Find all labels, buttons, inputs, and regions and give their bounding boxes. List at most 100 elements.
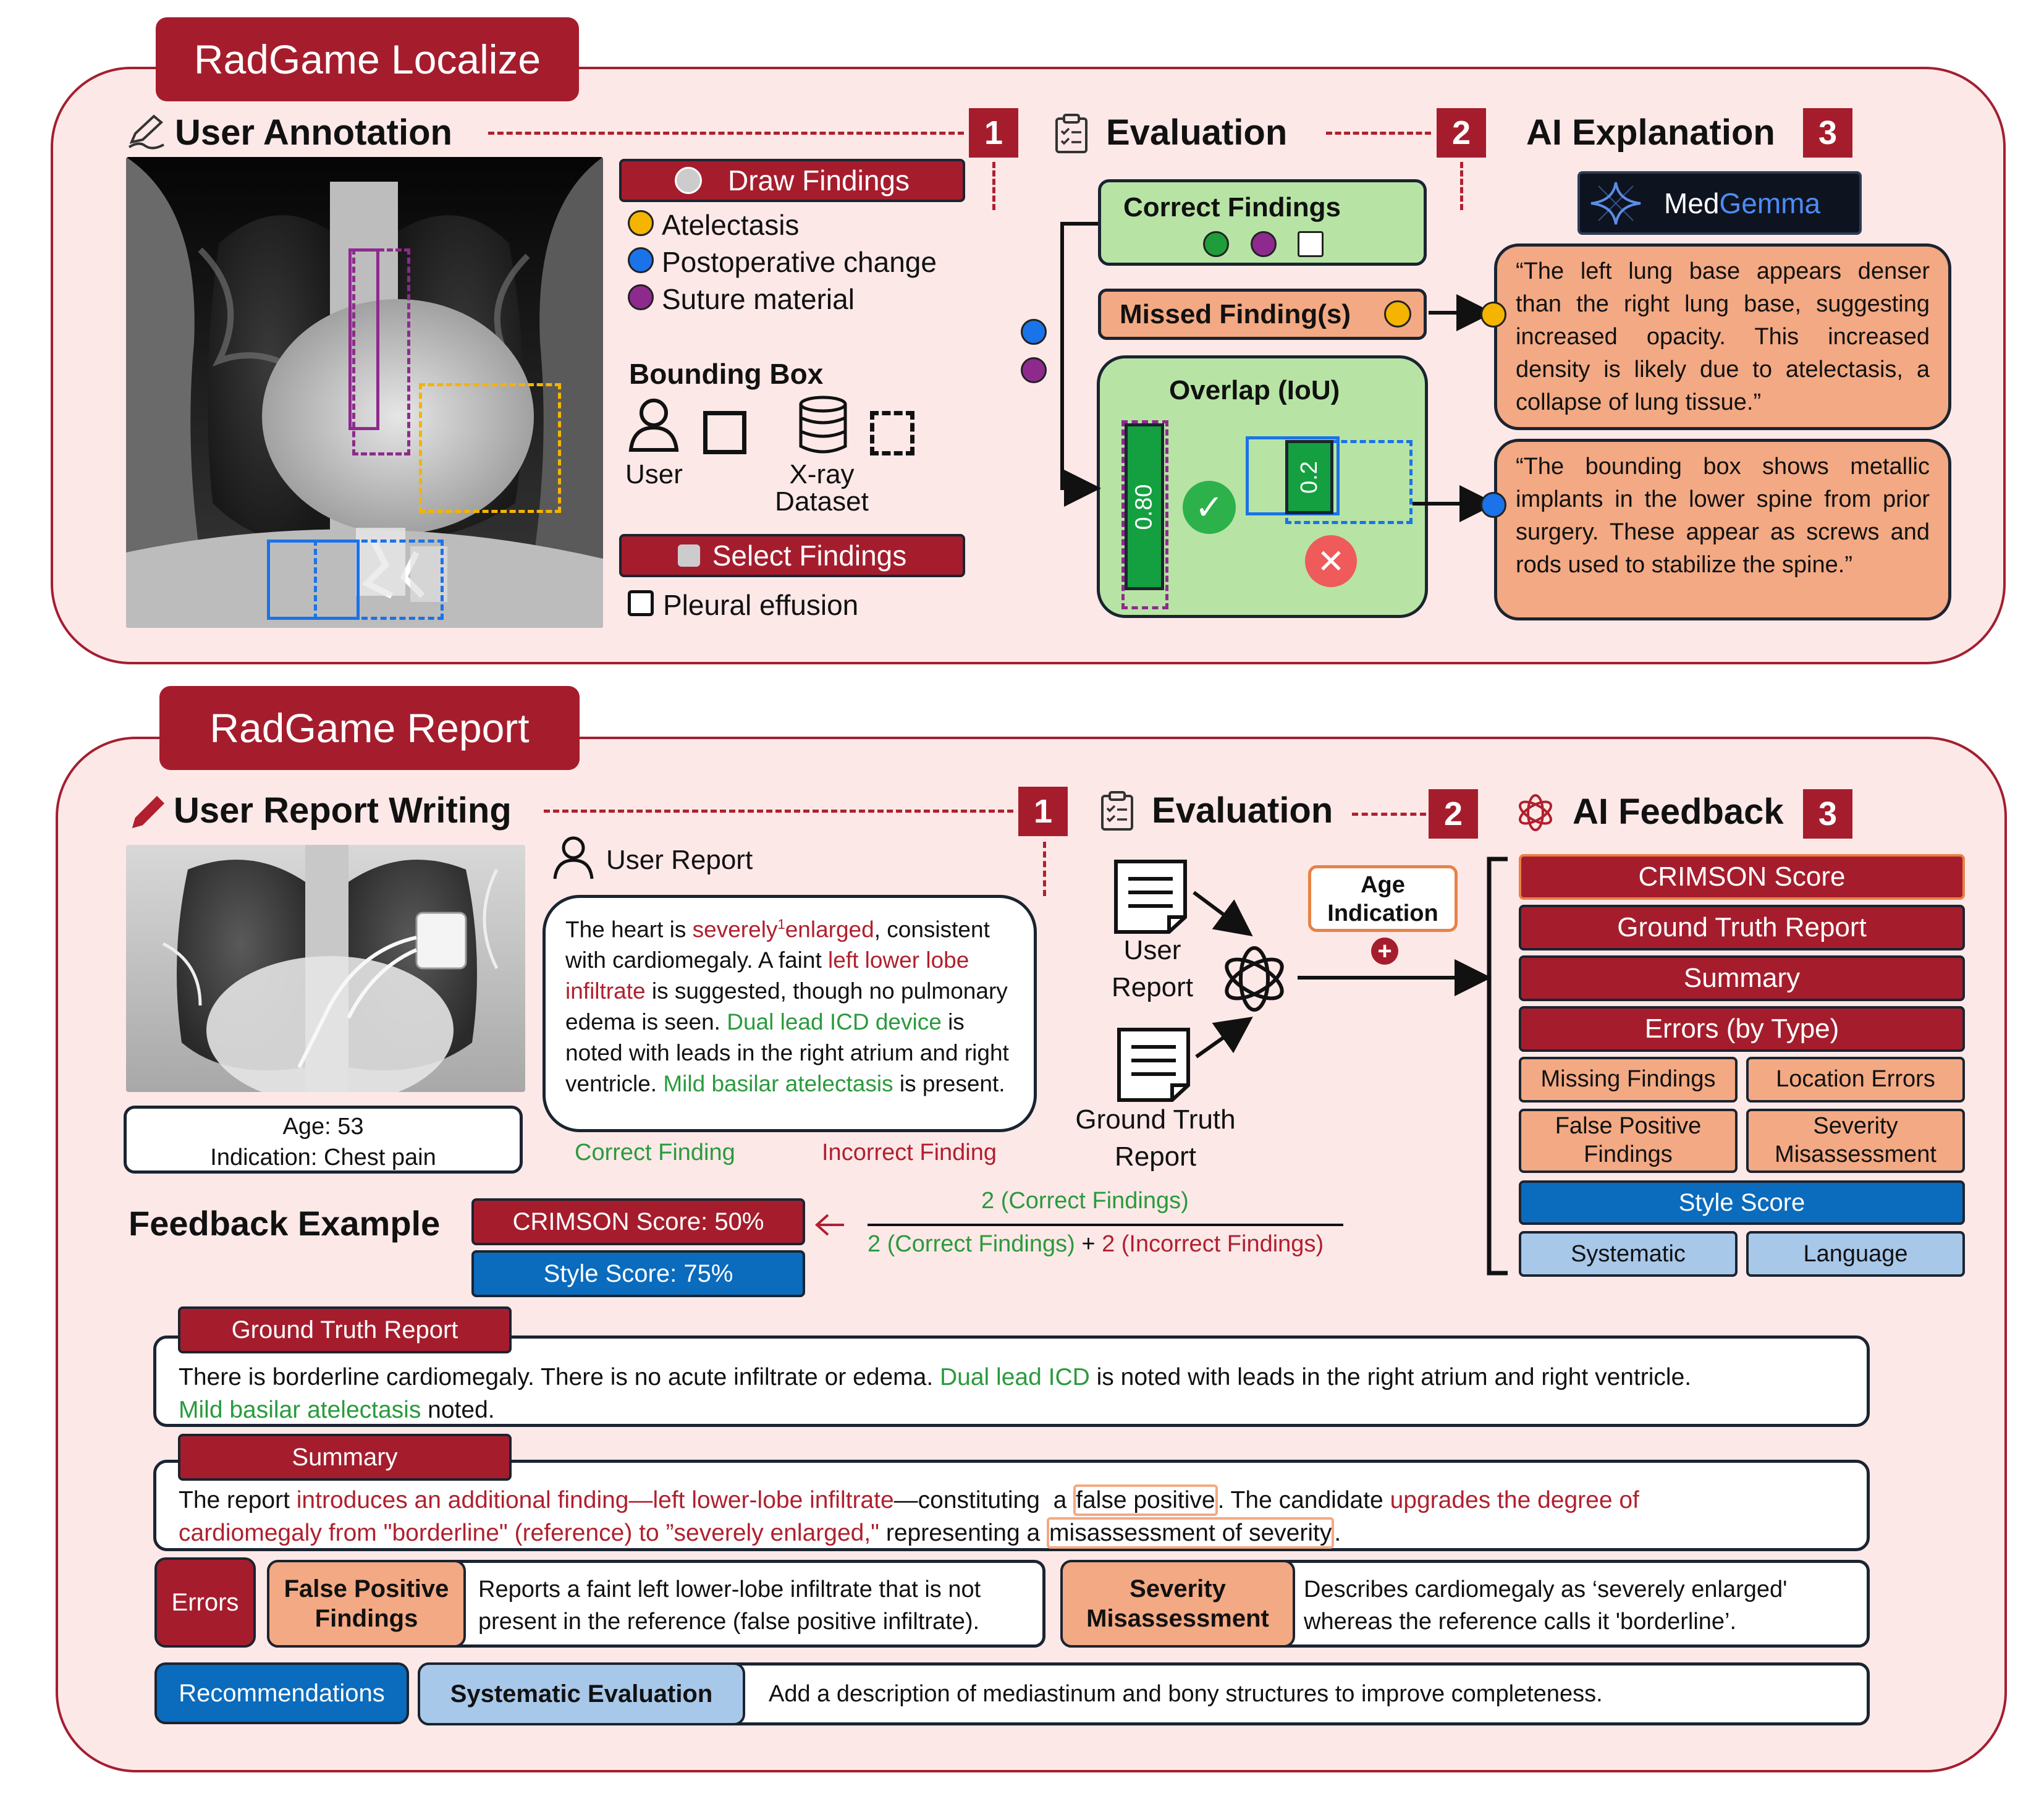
correct-checkbox — [1298, 231, 1324, 257]
select-findings-button[interactable]: Select Findings — [619, 534, 965, 577]
pleural-effusion-checkbox[interactable] — [628, 590, 654, 616]
overlap-heading: Overlap (IoU) — [1169, 375, 1340, 405]
openai-icon — [1519, 794, 1552, 831]
report-writing-heading: User Report Writing — [174, 790, 512, 831]
user-report-heading: User Report — [606, 845, 753, 875]
chest-xray-image — [126, 157, 603, 628]
gt-report-item[interactable]: Ground Truth Report — [1519, 905, 1965, 950]
checkbox-icon — [677, 544, 700, 567]
draw-findings-button[interactable]: Draw Findings — [619, 159, 965, 202]
radio-icon — [675, 167, 702, 194]
formula-denominator: 2 (Correct Findings) + 2 (Incorrect Find… — [868, 1232, 1324, 1256]
pleural-effusion-label: Pleural effusion — [663, 589, 859, 621]
finding-suture: Suture material — [662, 283, 855, 315]
step-1-badge: 1 — [1018, 787, 1068, 836]
systematic-rec-label: Systematic Evaluation — [418, 1662, 745, 1725]
summary-text: . — [1334, 1520, 1341, 1546]
gt-text-correct: Mild basilar atelectasis — [179, 1397, 421, 1423]
recommendations-label: Recommendations — [154, 1662, 409, 1724]
draw-findings-label: Draw Findings — [728, 164, 910, 197]
dashed-box-icon — [870, 411, 914, 455]
select-findings-label: Select Findings — [712, 540, 907, 572]
patient-indication: Indication: Chest pain — [210, 1145, 436, 1170]
explanation-dot-blue — [1480, 492, 1506, 518]
false-positive-item[interactable]: False Positive Findings — [1519, 1109, 1738, 1173]
evaluation-heading: Evaluation — [1106, 112, 1288, 153]
connector-dash — [992, 162, 995, 210]
iou-bad-bar: 0.2 — [1285, 440, 1333, 514]
summary-text: representing a — [879, 1520, 1047, 1546]
check-icon: ✓ — [1183, 481, 1236, 534]
errors-item[interactable]: Errors (by Type) — [1519, 1006, 1965, 1052]
report-segment: The heart is — [565, 916, 693, 942]
gt-report-doc-label: Ground Truth Report — [1075, 1104, 1236, 1172]
atelectasis-dataset-box — [419, 383, 561, 513]
report-segment-correct: Dual lead ICD — [727, 1009, 869, 1035]
user-box-label: User — [625, 459, 683, 489]
patient-age: Age: 53 — [282, 1114, 364, 1140]
user-icon — [553, 836, 594, 879]
connector-dash — [1326, 132, 1431, 135]
language-item[interactable]: Language — [1746, 1231, 1965, 1277]
summary-text: The report — [179, 1487, 297, 1513]
database-icon — [799, 396, 847, 454]
chest-xray-image-2 — [126, 845, 525, 1092]
severity-error-label: Severity Misassessment — [1060, 1560, 1295, 1648]
blue-input-dot — [1021, 319, 1047, 345]
systematic-rec-text: Add a description of mediastinum and bon… — [769, 1681, 1603, 1707]
atelectasis-dot — [628, 210, 654, 236]
annotation-heading: User Annotation — [175, 112, 452, 153]
postop-user-box — [267, 540, 360, 620]
user-report-text: The heart is severely1enlarged, consiste… — [565, 909, 1020, 1099]
dataset-box-label: X-ray Dataset — [775, 459, 869, 517]
gt-text: noted. — [421, 1397, 495, 1423]
summary-tab: Summary — [178, 1434, 512, 1481]
medgemma-name-2: Gemma — [1719, 187, 1821, 219]
gt-report-doc-icon — [1117, 1028, 1190, 1102]
postop-dataset-box — [314, 540, 444, 620]
localize-title: RadGame Localize — [156, 17, 579, 101]
finding-postop: Postoperative change — [662, 246, 937, 278]
sparkle-icon — [1590, 182, 1641, 224]
fp-error-text: Reports a faint left lower-lobe infiltra… — [478, 1577, 981, 1635]
connector-dash — [488, 132, 964, 135]
feedback-example-heading: Feedback Example — [129, 1204, 441, 1243]
summary-text: . The candidate — [1217, 1487, 1390, 1513]
report-title: RadGame Report — [159, 686, 580, 770]
flow-arrows — [1060, 222, 1497, 522]
fp-error-label: False Positive Findings — [267, 1560, 466, 1648]
crimson-score-badge: CRIMSON Score: 50% — [471, 1198, 805, 1245]
crimson-score-item[interactable]: CRIMSON Score — [1519, 854, 1965, 900]
connector-dash — [1043, 842, 1046, 896]
user-report-box: The heart is severely1enlarged, consiste… — [543, 895, 1037, 1132]
solid-box-icon — [703, 411, 746, 454]
iou-good-dataset-box — [1121, 420, 1168, 609]
user-report-doc-icon — [1114, 860, 1187, 934]
gt-text: There is borderline cardiomegaly. There … — [179, 1364, 940, 1391]
summary-highlight: cardiomegaly from "borderline" (referenc… — [179, 1520, 880, 1546]
summary-item[interactable]: Summary — [1519, 955, 1965, 1001]
missing-findings-item[interactable]: Missing Findings — [1519, 1057, 1738, 1103]
report-segment-incorrect: severely — [692, 916, 778, 942]
location-errors-item[interactable]: Location Errors — [1746, 1057, 1965, 1103]
report-segment-incorrect: enlarged — [785, 916, 874, 942]
style-score-item[interactable]: Style Score — [1519, 1180, 1965, 1225]
step-2-badge: 2 — [1437, 108, 1486, 158]
correct-dot-green — [1203, 231, 1229, 257]
pencil-icon — [128, 114, 164, 150]
report-segment: is suggested, though no pulmonary edema … — [565, 978, 1008, 1035]
summary-highlight: upgrades the degree of — [1390, 1487, 1639, 1513]
severity-item[interactable]: Severity Misassessment — [1746, 1109, 1965, 1173]
ai-feedback-heading: AI Feedback — [1573, 792, 1784, 832]
pen-icon — [132, 795, 165, 829]
explanation-postop: “The bounding box shows metallic implant… — [1494, 439, 1951, 620]
user-icon — [628, 399, 679, 452]
clipboard-icon — [1101, 791, 1133, 831]
finding-atelectasis: Atelectasis — [662, 209, 800, 241]
correct-dot-purple — [1251, 231, 1277, 257]
systematic-item[interactable]: Systematic — [1519, 1231, 1738, 1277]
report-segment-correct: device — [869, 1009, 942, 1035]
incorrect-finding-legend: Incorrect Finding — [822, 1140, 997, 1166]
report-segment: is present. — [893, 1071, 1005, 1097]
